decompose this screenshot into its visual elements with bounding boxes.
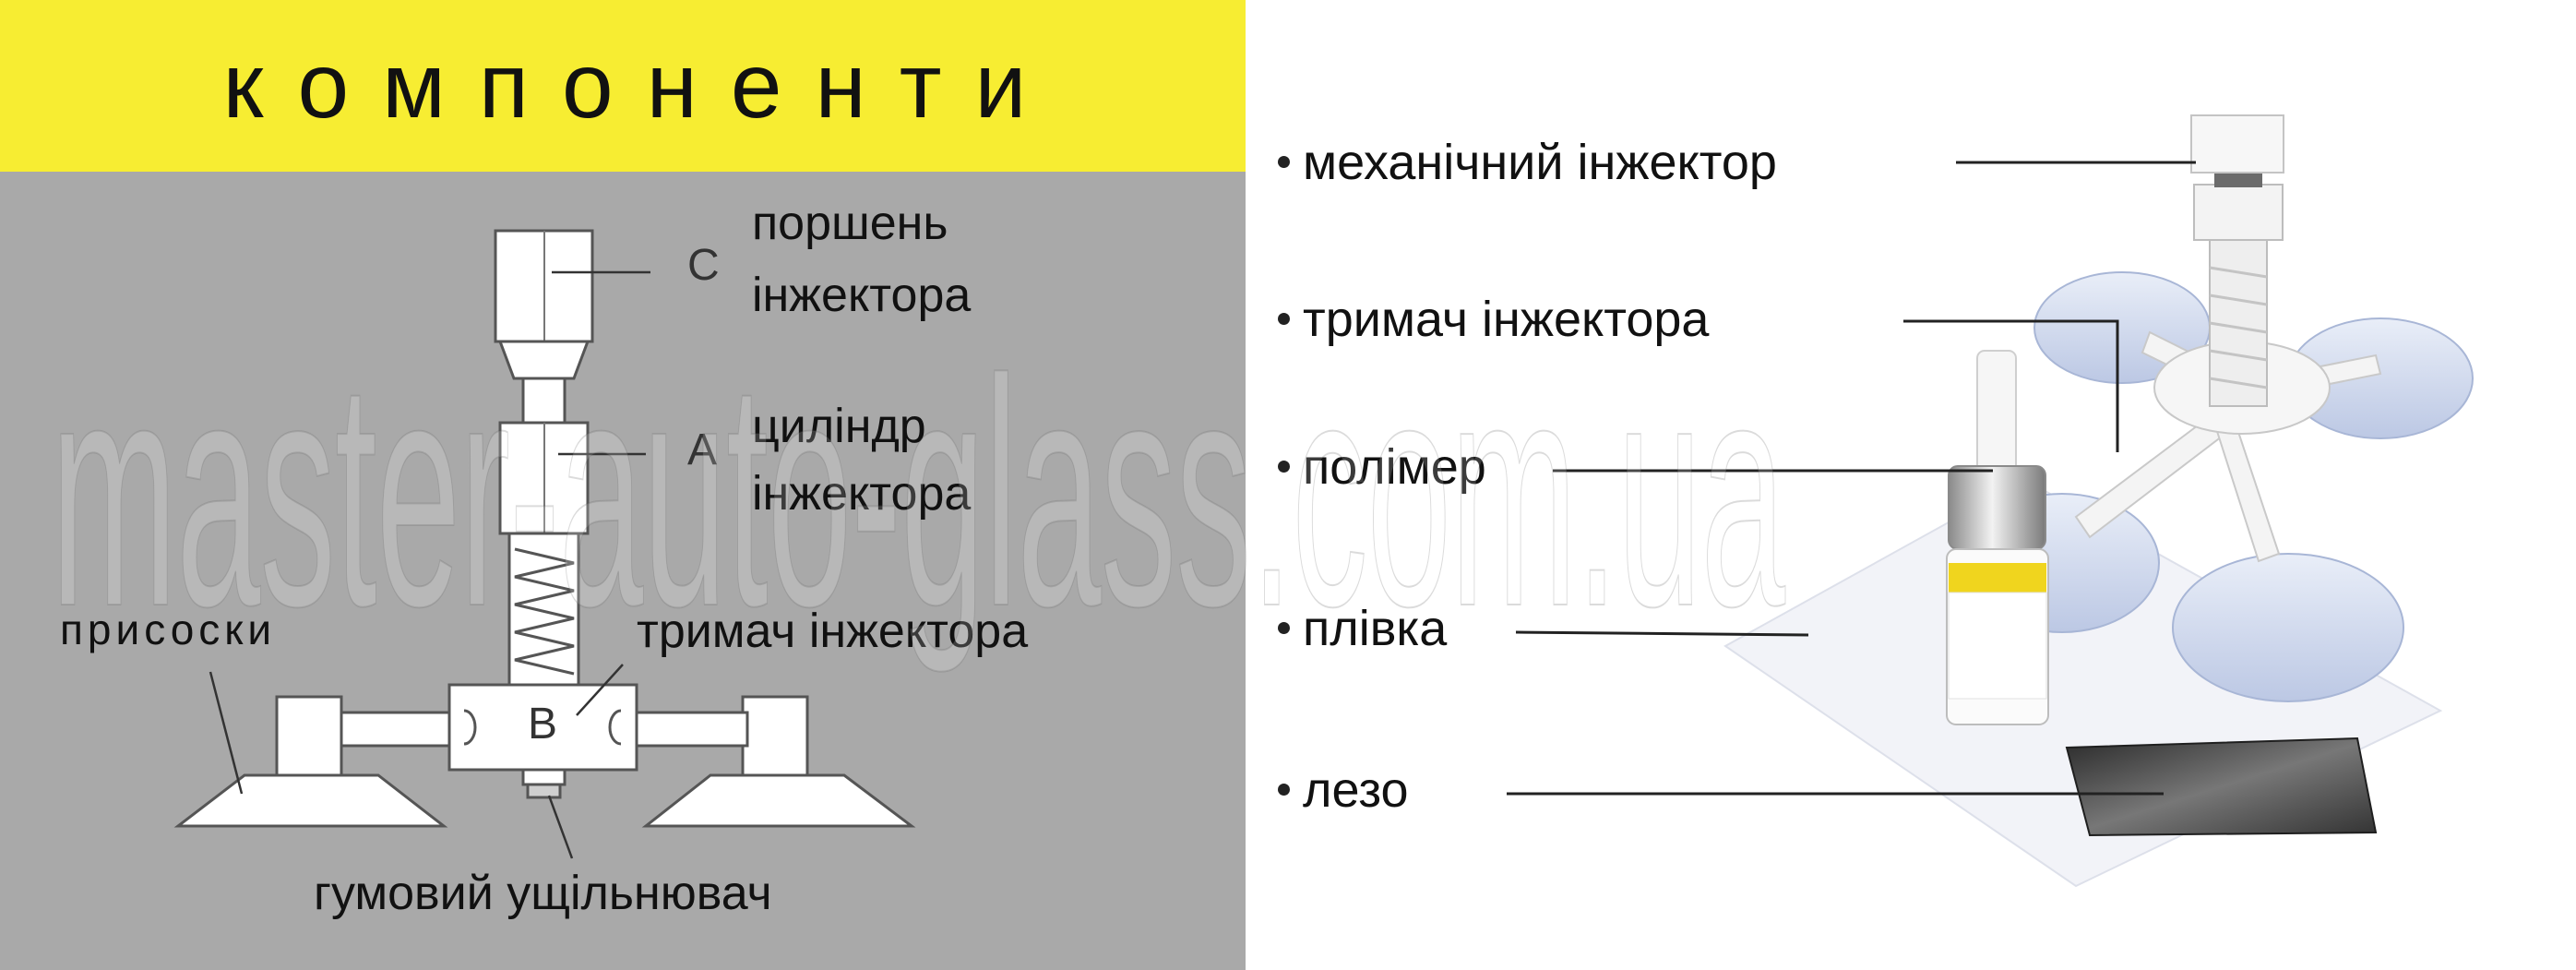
bullet-icon (1278, 313, 1290, 326)
bullet-icon (1278, 784, 1290, 796)
injector-thread (2209, 234, 2268, 407)
left-suction-cup (173, 773, 448, 828)
holder-block (447, 683, 638, 772)
label-suction-cups: присоски (60, 605, 277, 653)
spring-coil (514, 547, 575, 676)
label-piston-letter: C (687, 241, 720, 290)
page-title: компоненти (222, 34, 1060, 138)
label-cylinder-line1: циліндр (752, 400, 926, 453)
right-suction-cup (641, 773, 916, 828)
label-cylinder-line2: інжектора (752, 467, 972, 521)
injector-schematic (173, 229, 916, 859)
label-holder: тримач інжектора (637, 605, 1029, 658)
photo-label-polymer: полімер (1278, 438, 1486, 496)
watermark: master-auto-glass.com.ua (51, 313, 1786, 674)
bullet-icon (1278, 156, 1290, 169)
bullet-icon (1278, 622, 1290, 635)
label-holder-letter: B (528, 700, 558, 748)
injector-cap (2190, 114, 2284, 174)
photo-label-injector-holder: тримач інжектора (1278, 291, 1709, 348)
photo-label-film: плівка (1278, 600, 1447, 657)
title-bar (0, 0, 1246, 172)
blade (2065, 736, 2378, 837)
label-seal: гумовий ущільнювач (314, 867, 772, 920)
label-cylinder-letter: A (687, 425, 718, 474)
vial-cap (1948, 465, 2046, 550)
photo-label-mechanical-injector: механічний інжектор (1278, 134, 1777, 191)
cup-front-right (2172, 553, 2404, 702)
vial-applicator (1976, 350, 2017, 481)
photo-label-blade: лезо (1278, 761, 1409, 819)
label-piston-line1: поршень (752, 197, 948, 250)
label-piston-line2: інжектора (752, 269, 972, 322)
bullet-icon (1278, 461, 1290, 473)
piston-taper (497, 340, 590, 380)
